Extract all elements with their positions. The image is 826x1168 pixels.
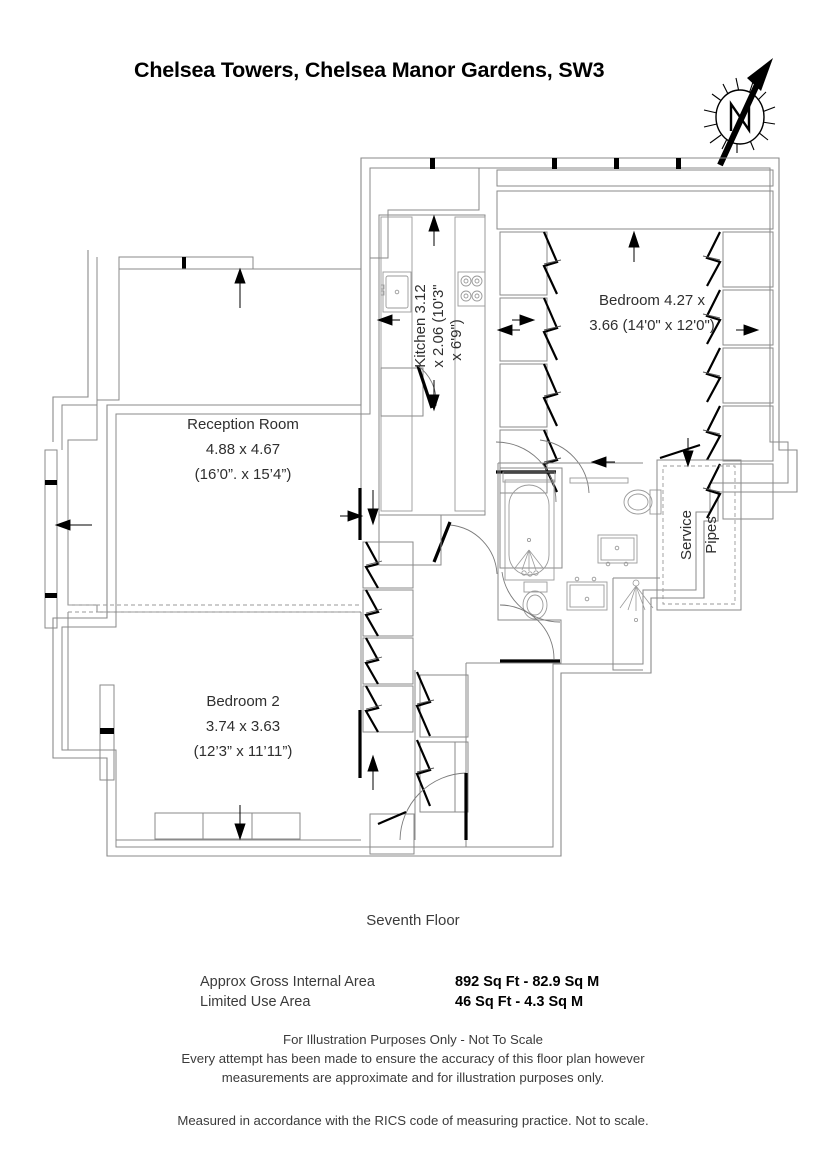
bedroom-2-imperial: (12’3” x 11’11”) [194,743,293,760]
bedroom-2-dimension-arrows [234,754,379,841]
kitchen-label-line1: Kitchen 3.12 [412,284,429,367]
bathtub [502,471,556,581]
kitchen-door [380,365,437,417]
gross-internal-area-label: Approx Gross Internal Area [200,974,375,990]
building-outline [52,157,798,857]
toilet [623,489,662,515]
entry-cupboard [369,810,415,855]
bedroom-1-label-line1: Bedroom 4.27 x [599,292,705,309]
shower [612,577,660,671]
reception-bedroom2-opening [68,604,361,613]
service-pipes-label-line1: Service [678,510,695,560]
area-summary: Approx Gross Internal Area 892 Sq Ft - 8… [200,972,670,1012]
wash-basin [597,534,638,567]
area-row: Approx Gross Internal Area 892 Sq Ft - 8… [200,972,670,992]
reception-room-name: Reception Room [187,416,299,433]
kitchen-hall-door [378,514,498,575]
bedroom-2-wardrobes [362,541,414,733]
disclaimer: For Illustration Purposes Only - Not To … [0,1030,826,1087]
page-title: Chelsea Towers, Chelsea Manor Gardens, S… [134,58,605,82]
kitchen-label-line2: x 2.06 (10'3" [430,284,447,367]
hallway [369,662,561,855]
limited-use-area-label: Limited Use Area [200,994,311,1010]
floor-plan-drawing: Reception Room 4.88 x 4.67 (16’0”. x 15’… [0,150,826,895]
bathroom-door [499,571,561,663]
reception-room-metric: 4.88 x 4.67 [206,441,280,458]
kitchen-label-line3: x 6'9") [448,319,465,361]
reception-room-walls [44,250,362,629]
floor-label: Seventh Floor [366,912,460,929]
rics-notice: Measured in accordance with the RICS cod… [177,1113,649,1128]
second-toilet [522,581,548,620]
kitchen: Kitchen 3.12 x 2.06 (10'3" x 6'9") [369,158,536,516]
service-pipes-label-line2: Pipes [703,516,720,554]
bedroom-2-walls [67,612,362,841]
disclaimer-line-1: For Illustration Purposes Only - Not To … [283,1032,543,1047]
area-row: Limited Use Area 46 Sq Ft - 4.3 Sq M [200,992,670,1012]
service-pipes-cupboard: Service Pipes [656,438,742,611]
bedroom-2-label: Bedroom 2 3.74 x 3.63 (12’3” x 11’11”) [194,693,293,760]
bedroom-1-label-line2: 3.66 (14'0" x 12'0") [589,317,715,334]
reception-room-imperial: (16’0”. x 15’4”) [195,466,292,483]
kitchen-hob [457,271,486,307]
reception-hall-doorway [340,488,379,540]
disclaimer-line-2: Every attempt has been made to ensure th… [181,1051,645,1066]
second-wash-basin [566,576,608,611]
gross-internal-area-value: 892 Sq Ft - 82.9 Sq M [455,974,600,990]
kitchen-sink [380,271,412,313]
entrance-door [399,772,468,841]
reception-dimension-arrows [54,267,246,531]
bedroom-1: Bedroom 4.27 x 3.66 (14'0" x 12'0") [496,158,774,520]
north-arrow-compass-icon [690,52,800,172]
shower-head-icon [514,549,544,577]
bedroom-2-metric: 3.74 x 3.63 [206,718,280,735]
limited-use-area-value: 46 Sq Ft - 4.3 Sq M [455,994,584,1010]
disclaimer-line-3: measurements are approximate and for ill… [221,1070,605,1085]
reception-room-label: Reception Room 4.88 x 4.67 (16’0”. x 15’… [187,416,299,483]
bedroom-2-name: Bedroom 2 [206,693,279,710]
bathroom [497,456,662,671]
